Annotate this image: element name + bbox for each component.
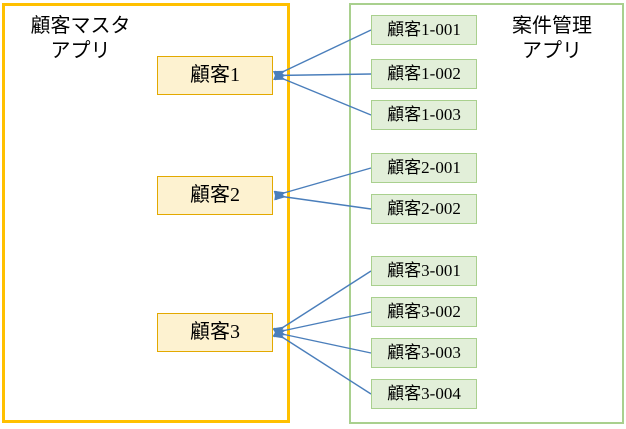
case-box[interactable]: 顧客3-004	[371, 379, 477, 409]
case-app-container	[349, 3, 624, 424]
case-box[interactable]: 顧客2-002	[371, 194, 477, 224]
case-box[interactable]: 顧客1-002	[371, 59, 477, 89]
master-app-title: 顧客マスタ アプリ	[30, 15, 131, 62]
customer-box[interactable]: 顧客2	[157, 176, 273, 215]
case-box[interactable]: 顧客3-003	[371, 338, 477, 368]
customer-box[interactable]: 顧客1	[157, 56, 273, 95]
customer-box[interactable]: 顧客3	[157, 313, 273, 352]
case-box[interactable]: 顧客2-001	[371, 153, 477, 183]
case-box[interactable]: 顧客1-001	[371, 15, 477, 45]
master-app-container	[2, 3, 290, 423]
case-box[interactable]: 顧客3-001	[371, 256, 477, 286]
case-app-title: 案件管理 アプリ	[512, 15, 592, 62]
case-box[interactable]: 顧客1-003	[371, 100, 477, 130]
case-box[interactable]: 顧客3-002	[371, 297, 477, 327]
